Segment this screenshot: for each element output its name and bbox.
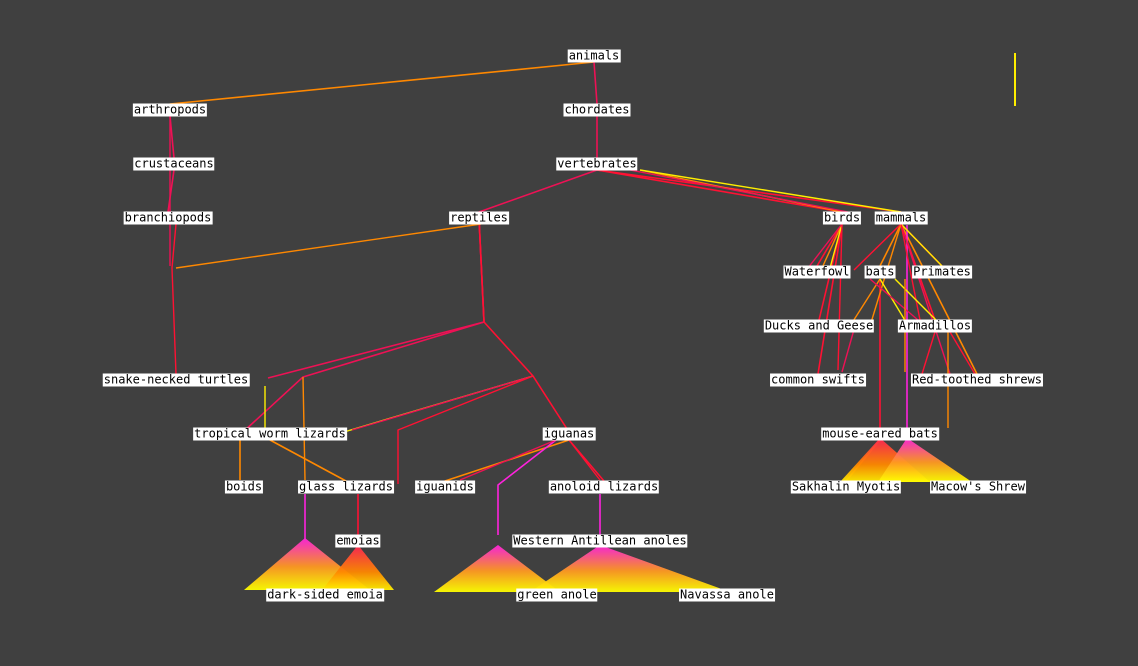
node-anoloid-lizards[interactable]: anoloid lizards bbox=[548, 479, 660, 494]
edge-link-20 bbox=[807, 223, 843, 269]
node-emoias[interactable]: emoias bbox=[335, 533, 381, 548]
edge-link-29 bbox=[921, 331, 936, 375]
edge-link-9 bbox=[568, 439, 601, 481]
node-snake-necked-turtles[interactable]: snake-necked turtles bbox=[102, 372, 250, 387]
edge-link-22 bbox=[849, 278, 881, 327]
node-glass-lizards[interactable]: glass lizards bbox=[298, 479, 394, 494]
node-arthropods[interactable]: arthropods bbox=[132, 102, 208, 117]
edge-animals-to-arthropods bbox=[169, 61, 595, 105]
edge-link-17 bbox=[900, 223, 921, 321]
leaf-fan-2 bbox=[434, 545, 560, 592]
node-mammals[interactable]: mammals bbox=[874, 210, 928, 225]
edge-link-25 bbox=[949, 331, 976, 375]
node-birds[interactable]: birds bbox=[822, 210, 862, 225]
node-iguanids[interactable]: iguanids bbox=[415, 479, 475, 494]
edge-link-13 bbox=[853, 223, 902, 271]
edge-link-12 bbox=[629, 169, 849, 213]
edge-link-5 bbox=[397, 375, 534, 484]
node-primates[interactable]: Primates bbox=[912, 264, 972, 279]
node-boids[interactable]: boids bbox=[224, 479, 264, 494]
edge-reptiles-to-tropical-worm-lizards bbox=[242, 217, 485, 433]
edge-link-4 bbox=[351, 375, 534, 431]
node-waterfowl[interactable]: Waterfowl bbox=[783, 264, 851, 279]
edge-link-19 bbox=[829, 223, 843, 269]
node-chordates[interactable]: chordates bbox=[563, 102, 631, 117]
node-ducks-and-geese[interactable]: Ducks and Geese bbox=[763, 318, 875, 333]
node-macows-shrew[interactable]: Macow's Shrew bbox=[930, 479, 1026, 494]
node-bats[interactable]: bats bbox=[864, 264, 896, 279]
edge-vertebrates-to-birds bbox=[596, 169, 843, 213]
edge-link-8 bbox=[459, 439, 557, 481]
node-mouse-eared-bats[interactable]: mouse-eared bats bbox=[821, 426, 939, 441]
node-reptiles[interactable]: reptiles bbox=[449, 210, 509, 225]
edge-reptiles-to-iguanas bbox=[478, 217, 570, 433]
edge-birds-to-common-swifts bbox=[817, 224, 843, 375]
edge-crustaceans-to-branchiopods bbox=[167, 169, 175, 213]
edge-link-15 bbox=[900, 223, 943, 267]
edge-animals-to-chordates bbox=[593, 61, 598, 105]
node-animals[interactable]: animals bbox=[567, 48, 621, 63]
leaf-fan-3 bbox=[530, 545, 730, 592]
edge-link-2 bbox=[175, 223, 482, 269]
edge-vertebrates-to-reptiles bbox=[478, 169, 598, 213]
node-dark-sided-emoia[interactable]: dark-sided emoia bbox=[266, 587, 384, 602]
node-western-antillean-anoles[interactable]: Western Antillean anoles bbox=[512, 533, 688, 548]
edge-mammals-to-bats bbox=[879, 223, 902, 267]
node-crustaceans[interactable]: crustaceans bbox=[133, 156, 215, 171]
edge-link-11 bbox=[639, 169, 902, 213]
edge-link-1 bbox=[171, 223, 177, 375]
node-vertebrates[interactable]: vertebrates bbox=[556, 156, 638, 171]
edge-link-28 bbox=[869, 278, 926, 327]
node-armadillos[interactable]: Armadillos bbox=[897, 318, 973, 333]
edge-iguanas-to-western-antillean-anoles bbox=[497, 439, 557, 535]
node-branchiopods[interactable]: branchiopods bbox=[123, 210, 213, 225]
edge-link-18 bbox=[821, 223, 843, 269]
node-tropical-worm-lizards[interactable]: tropical worm lizards bbox=[193, 426, 347, 441]
edge-tropical-worm-lizards-to-glass-lizards bbox=[269, 439, 347, 482]
edge-vertebrates-to-mammals bbox=[596, 169, 902, 213]
node-common-swifts[interactable]: common swifts bbox=[770, 372, 866, 387]
edge-birds-to-waterfowl bbox=[816, 223, 843, 267]
leaf-fan-1 bbox=[322, 545, 394, 590]
node-green-anole[interactable]: green anole bbox=[516, 587, 598, 602]
node-sakhalin-myotis[interactable]: Sakhalin Myotis bbox=[790, 479, 902, 494]
leaf-fan-5 bbox=[878, 438, 972, 482]
node-iguanas[interactable]: iguanas bbox=[542, 426, 596, 441]
edge-link-24 bbox=[841, 325, 856, 373]
node-navassa-anole[interactable]: Navassa anole bbox=[679, 587, 775, 602]
node-red-toothed-shrews[interactable]: Red-toothed shrews bbox=[910, 372, 1044, 387]
